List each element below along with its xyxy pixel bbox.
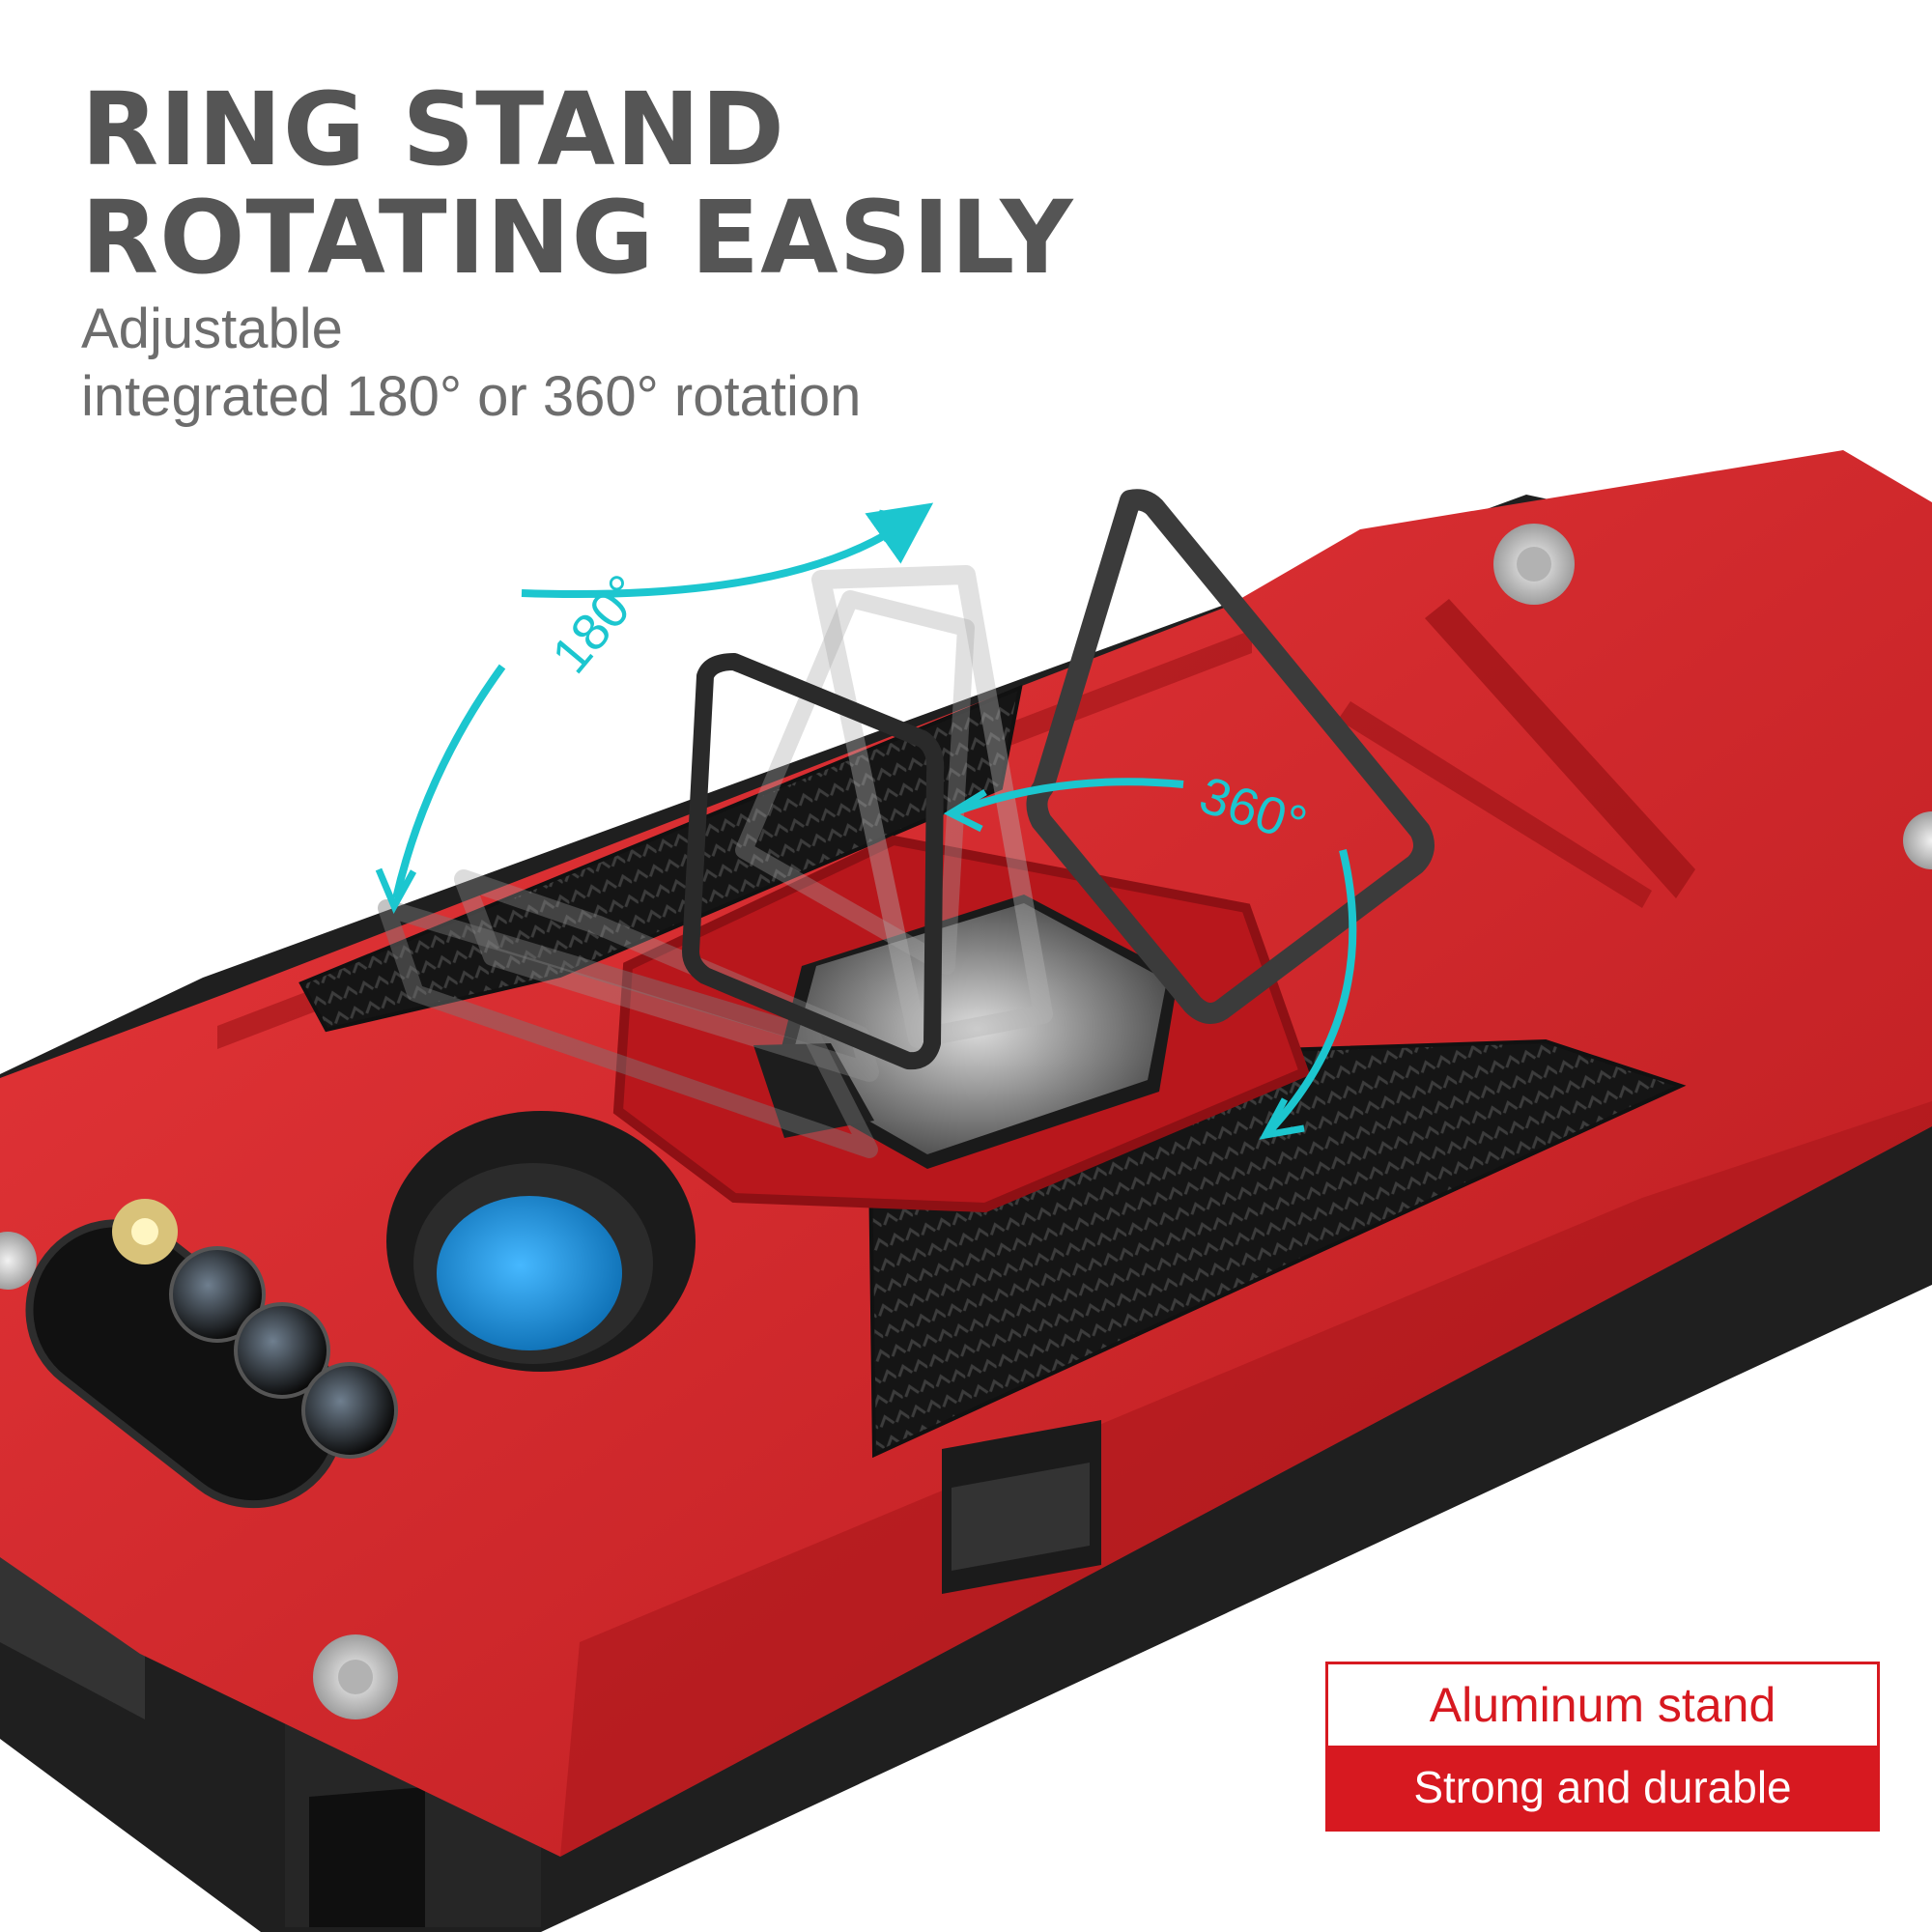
rotation-arrow-360: 360° (943, 766, 1357, 1140)
ring-stand-motion-ghosts (378, 565, 1053, 1158)
headline-line-2: ROTATING EASILY (81, 179, 1074, 297)
subheadline: Adjustable integrated 180° or 360° rotat… (81, 296, 861, 431)
headline: RING STAND ROTATING EASILY (81, 75, 1074, 292)
badge-title: Aluminum stand (1429, 1678, 1776, 1732)
fingerprint-sensor (386, 1111, 696, 1372)
rotation-label-180: 180° (541, 564, 655, 684)
camera-module (25, 1199, 398, 1509)
subheadline-line-1: Adjustable (81, 298, 343, 360)
corner-screws (0, 524, 1932, 1719)
badge-subtitle: Strong and durable (1328, 1746, 1877, 1829)
ring-stand-ring (682, 489, 1435, 1070)
side-button (942, 1420, 1101, 1594)
aluminum-stand-badge: Aluminum stand Strong and durable (1325, 1662, 1880, 1832)
headline-line-1: RING STAND (81, 71, 786, 188)
subheadline-line-2: integrated 180° or 360° rotation (81, 365, 862, 428)
